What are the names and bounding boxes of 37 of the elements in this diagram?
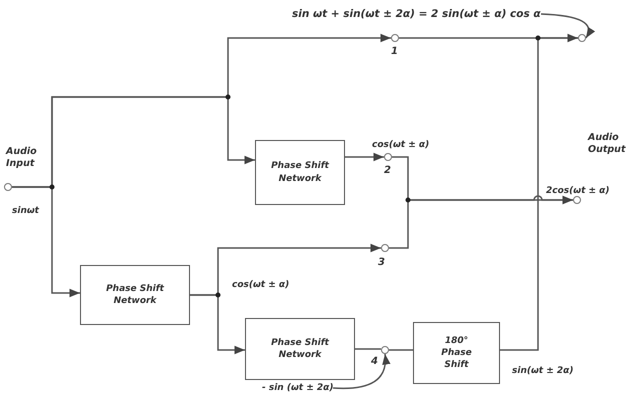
signal-line	[355, 348, 381, 350]
signal-line	[389, 349, 413, 351]
signal-label: 2cos(ωt ± α)	[546, 186, 610, 198]
signal-line	[190, 294, 245, 354]
block-label: Phase Shift Network	[105, 282, 166, 308]
test-point-number: 2	[384, 164, 391, 177]
test-point-circle	[391, 34, 399, 42]
signal-line	[345, 152, 384, 162]
test-point-number: 4	[371, 355, 378, 368]
formula-text: - sin (ωt ± 2α)	[262, 383, 334, 393]
leader-arrow	[332, 354, 390, 390]
formula-text: sin ωt + sin(ωt ± 2α) = 2 sin(ωt ± α) cos α	[292, 8, 541, 20]
terminal-circle	[573, 196, 581, 204]
signal-line	[389, 196, 573, 249]
signal-label: cos(ωt ± α)	[232, 280, 290, 292]
port-label: Audio Output	[588, 132, 627, 157]
test-point-circle	[381, 244, 389, 252]
test-point-number: 1	[391, 45, 398, 58]
leader-arrow	[540, 13, 595, 38]
port-label: Audio Input	[6, 146, 38, 171]
signal-line	[500, 34, 578, 351]
block-box	[413, 322, 500, 384]
terminal-circle	[578, 34, 586, 42]
test-point-circle	[381, 346, 389, 354]
test-point-circle	[384, 153, 392, 161]
signal-line	[12, 186, 80, 298]
signal-label: cos(ωt ± α)	[372, 140, 430, 152]
terminal-circle	[4, 183, 12, 191]
block-label: Phase Shift Network	[270, 160, 330, 185]
test-point-number: 3	[378, 256, 385, 269]
signal-label: sin(ωt ± 2α)	[512, 366, 574, 378]
block-box	[245, 318, 355, 380]
signal-label: sinωt	[12, 206, 39, 218]
block-box	[80, 265, 190, 325]
block-label: Phase Shift Network	[270, 336, 330, 362]
block-label: 180° Phase Shift	[440, 334, 473, 372]
block-box	[255, 140, 345, 205]
